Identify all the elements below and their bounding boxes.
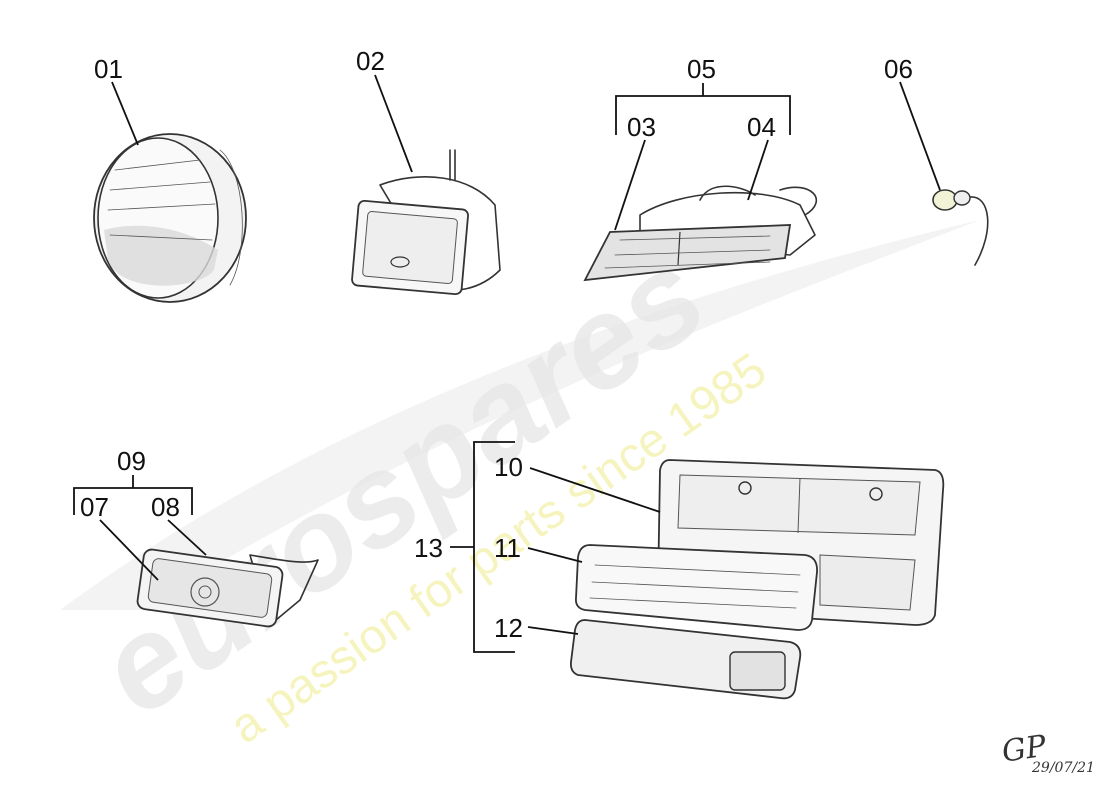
callout-07: 07 (80, 492, 109, 522)
callout-10: 10 (494, 452, 523, 482)
callout-11: 11 (494, 533, 521, 563)
leader-lines (73, 74, 941, 653)
signature-date: 29/07/21 (1031, 760, 1095, 776)
callout-01: 01 (94, 54, 123, 84)
callout-06: 06 (884, 54, 913, 84)
part-02-lamp (351, 149, 501, 296)
callout-05: 05 (687, 54, 716, 84)
callout-09: 09 (117, 446, 146, 476)
part-07-08-side-indicator (136, 548, 319, 628)
callout-04: 04 (747, 112, 776, 142)
callout-12: 12 (494, 613, 523, 643)
callout-08: 08 (151, 492, 180, 522)
part-06-bulb (932, 189, 989, 266)
signature-initials: GP (1000, 729, 1049, 770)
watermark-swoosh (60, 220, 980, 610)
part-01-headlamp (93, 133, 247, 303)
signature: GP 29/07/21 (1000, 729, 1095, 776)
callout-labels: 01 02 03 04 05 06 07 08 09 10 11 12 13 (80, 46, 913, 643)
part-12-lower-lens (569, 619, 802, 700)
callout-13: 13 (414, 533, 443, 563)
part-11-tail-lens (575, 544, 818, 631)
part-03-04-indicator (583, 185, 818, 282)
callout-03: 03 (627, 112, 656, 142)
callout-02: 02 (356, 46, 385, 76)
